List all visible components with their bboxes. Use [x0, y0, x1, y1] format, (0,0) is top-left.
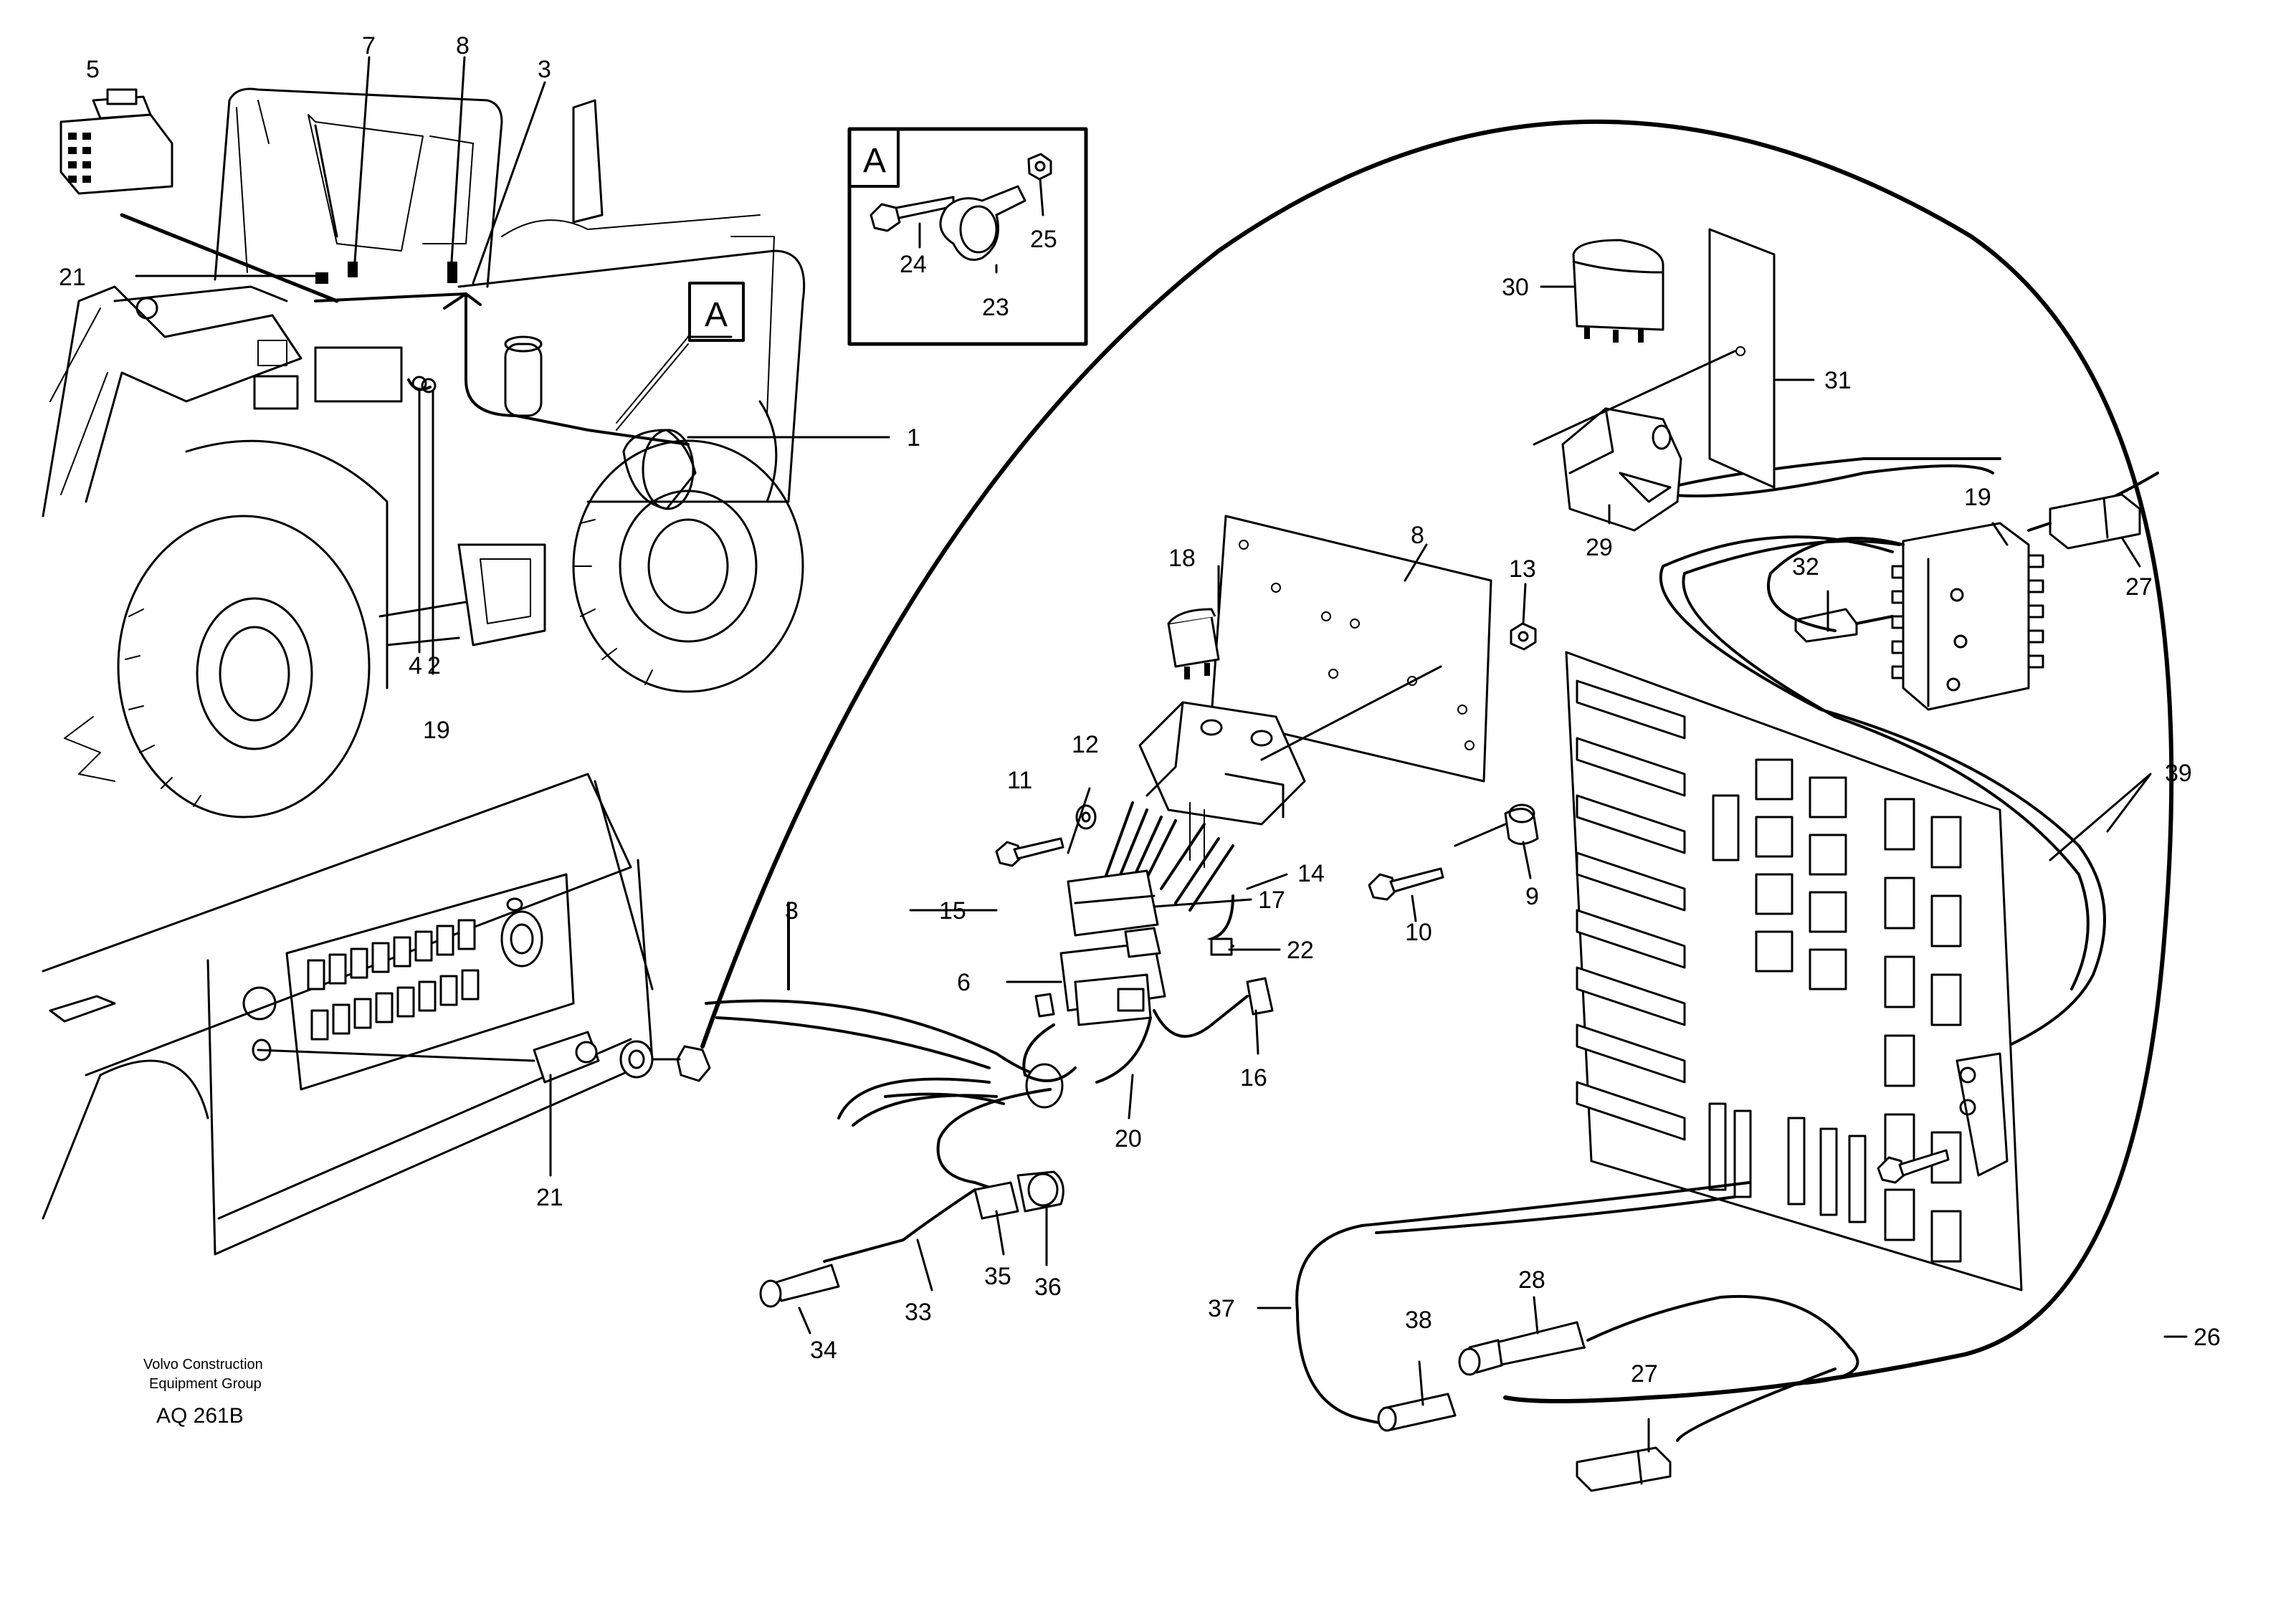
- callout-7: 7: [362, 32, 376, 59]
- callout-3: 3: [785, 897, 799, 925]
- callout-6: 6: [957, 969, 971, 996]
- detail-label-box: A: [863, 142, 886, 180]
- callout-30: 30: [1502, 274, 1529, 301]
- callout-5: 5: [86, 56, 100, 83]
- dashboard-panel: [42, 773, 711, 1256]
- callout-21-top: 21: [59, 264, 86, 291]
- callout-18: 18: [1168, 545, 1196, 572]
- lower-cables: [759, 1088, 1859, 1492]
- detail-label-overview: A: [705, 296, 728, 334]
- callout-19-top: 19: [423, 717, 450, 744]
- callout-10: 10: [1405, 919, 1432, 946]
- callout-29: 29: [1586, 534, 1613, 561]
- callout-27: 27: [1631, 1360, 1658, 1388]
- callout-23: 23: [982, 294, 1009, 321]
- detail-a-box: [688, 127, 1088, 346]
- circuit-board: [1565, 651, 2023, 1292]
- callout-14: 14: [1297, 860, 1325, 887]
- callout-24: 24: [900, 251, 927, 278]
- footer: Volvo Construction Equipment Group AQ 26…: [143, 1357, 263, 1428]
- callout-17: 17: [1258, 887, 1285, 914]
- callout-38: 38: [1405, 1307, 1432, 1334]
- callout-21: 21: [536, 1184, 563, 1211]
- callout-2: 2: [427, 652, 441, 679]
- overview-leaders: [135, 56, 890, 675]
- callout-35: 35: [984, 1263, 1011, 1290]
- callout-16: 16: [1240, 1064, 1267, 1092]
- callout-22: 22: [1287, 937, 1314, 964]
- callout-labels: 5 7 8 3 21 1 4 2 19 A A 24 23 25 30 31 2…: [59, 32, 2221, 1388]
- company-line-1: Volvo Construction: [143, 1357, 263, 1372]
- wheel-loader-overview: [42, 87, 806, 818]
- relay-30-assembly: [1533, 228, 1776, 532]
- callout-26: 26: [2193, 1324, 2221, 1351]
- drawing-code: AQ 261B: [156, 1404, 244, 1428]
- callout-19: 19: [1964, 484, 1991, 511]
- callout-11: 11: [1007, 767, 1032, 794]
- callout-33: 33: [905, 1299, 932, 1326]
- harness-3: [705, 902, 1064, 1127]
- callout-36: 36: [1034, 1274, 1062, 1301]
- callout-25: 25: [1030, 226, 1057, 253]
- callout-8-top: 8: [456, 32, 470, 59]
- callout-8: 8: [1411, 522, 1424, 549]
- callout-37: 37: [1208, 1295, 1235, 1322]
- callout-3-top: 3: [538, 56, 551, 83]
- callout-28: 28: [1518, 1266, 1545, 1294]
- callout-34: 34: [810, 1337, 837, 1364]
- relay-plate-8: [1138, 515, 1492, 868]
- company-line-2: Equipment Group: [149, 1376, 262, 1392]
- callout-1: 1: [907, 424, 920, 452]
- fasteners: [995, 622, 1539, 901]
- callout-9: 9: [1525, 883, 1539, 910]
- callout-20: 20: [1115, 1125, 1142, 1152]
- callout-39: 39: [2165, 760, 2192, 787]
- callout-4: 4: [409, 652, 422, 679]
- connector-block-5: [59, 88, 173, 195]
- connector-stack: [1022, 801, 1274, 1084]
- leader-lines: [798, 285, 2188, 1453]
- callout-13: 13: [1509, 555, 1536, 583]
- callout-32: 32: [1792, 553, 1819, 581]
- callout-31: 31: [1824, 367, 1852, 394]
- callout-15: 15: [939, 897, 966, 925]
- callout-27-top: 27: [2125, 573, 2153, 601]
- callout-12: 12: [1072, 731, 1099, 758]
